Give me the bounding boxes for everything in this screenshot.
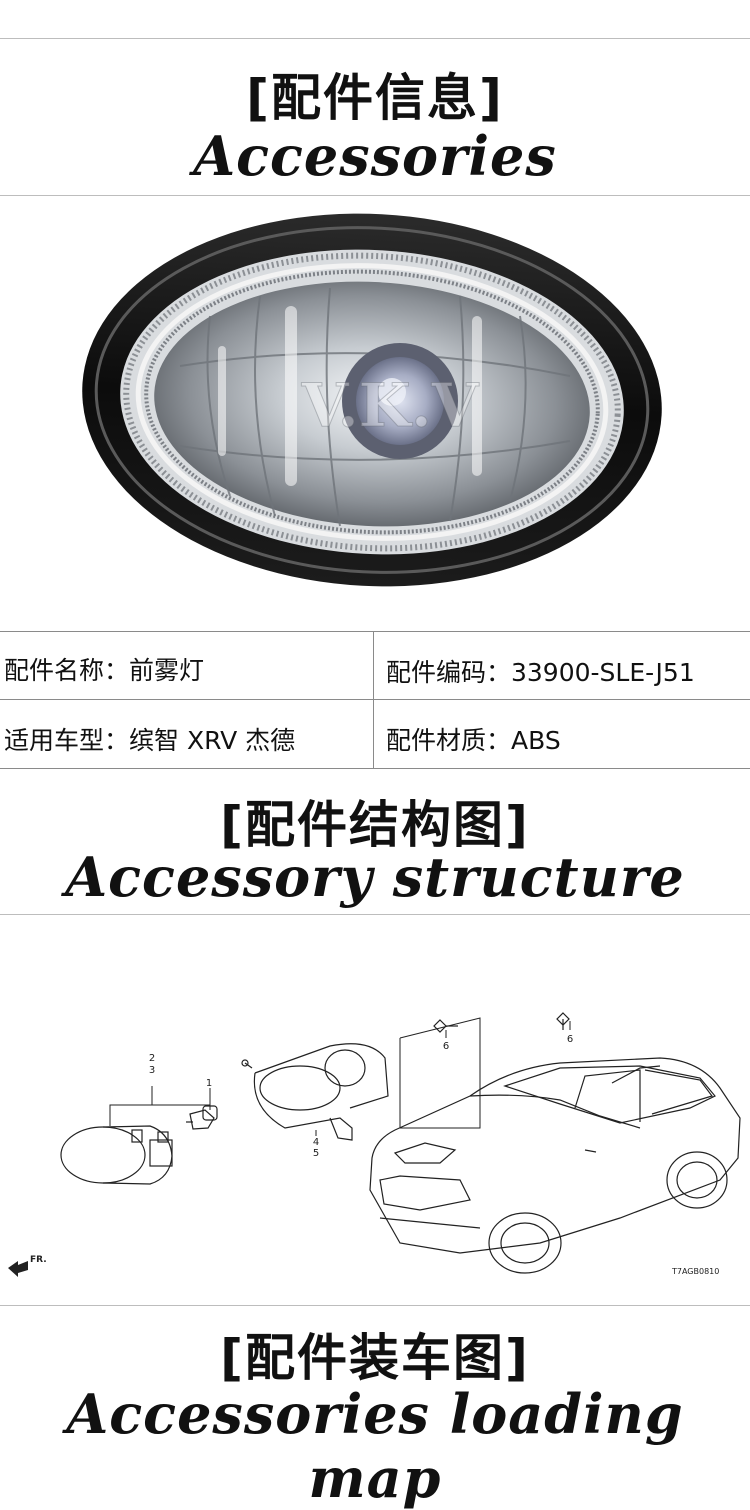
part-code-cell: 配件编码：33900-SLE-J51 [386, 658, 695, 687]
part-name-cell: 配件名称：前雾灯 [4, 656, 205, 685]
table-top-border [0, 631, 750, 632]
header-divider [0, 195, 750, 196]
table-column-divider [373, 631, 374, 769]
table-bottom-border [0, 768, 750, 769]
bracket-part [241, 1043, 389, 1141]
top-divider [0, 38, 750, 39]
callout-2: 2 [149, 1053, 155, 1064]
callout-1: 1 [206, 1078, 212, 1089]
material-cell: 配件材质：ABS [386, 726, 561, 755]
section-title-loading-en: Accessories loading map [66, 1382, 684, 1510]
structure-divider [0, 914, 750, 915]
diagram-bottom-divider [0, 1305, 750, 1306]
fog-lamp-image: V.K.V [82, 213, 662, 587]
screw-parts [433, 1012, 570, 1033]
direction-label: FR. [30, 1255, 47, 1265]
leader-lines [109, 1017, 571, 1136]
callout-6a: 6 [443, 1041, 449, 1052]
callout-4: 4 [313, 1137, 319, 1148]
diagram-code: T7AGB0810 [671, 1267, 719, 1276]
structure-diagram: 1 2 3 4 5 6 6 FR. [0, 918, 750, 1304]
exploded-view-drawing: 1 2 3 4 5 6 6 FR. [8, 1012, 741, 1277]
section-title-structure-en: Accessory structure [65, 845, 685, 909]
front-direction-indicator: FR. [8, 1255, 47, 1277]
table-middle-border [0, 699, 750, 700]
watermark-text: V.K.V [301, 371, 480, 441]
fog-lamp-lens-part [60, 1125, 173, 1185]
section-title-info-zh: [配件信息] [246, 69, 504, 127]
bulb-part [186, 1105, 218, 1130]
callout-3: 3 [149, 1065, 155, 1076]
spec-table: 配件名称：前雾灯 配件编码：33900-SLE-J51 适用车型：缤智 XRV … [0, 631, 750, 769]
section-title-structure-zh: [配件结构图] [220, 796, 530, 854]
callout-5: 5 [313, 1148, 319, 1159]
fog-lamp-photo: V.K.V [0, 196, 750, 630]
vehicle-model-cell: 适用车型：缤智 XRV 杰德 [4, 726, 296, 755]
section-title-loading-zh: [配件装车图] [220, 1329, 530, 1387]
callout-6b: 6 [567, 1034, 573, 1045]
car-drawing [369, 1057, 741, 1274]
